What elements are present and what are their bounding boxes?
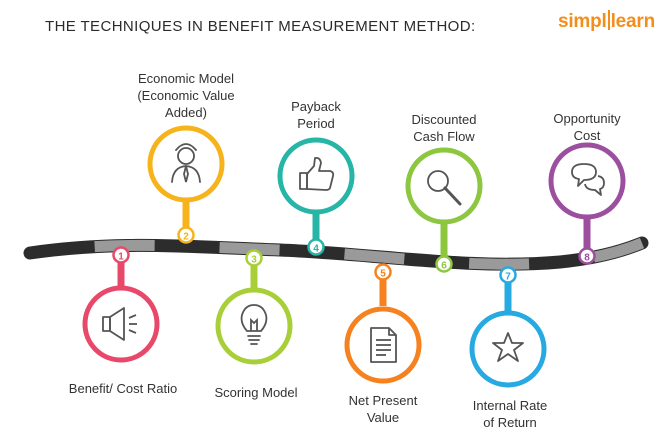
step-1-number: 1 xyxy=(118,252,124,263)
page-title: THE TECHNIQUES IN BENEFIT MEASUREMENT ME… xyxy=(45,18,476,35)
step-7-circle xyxy=(469,310,547,388)
step-3-circle xyxy=(215,287,293,365)
document-icon xyxy=(370,327,397,363)
step-3: 3 xyxy=(215,249,293,365)
step-6-badge xyxy=(435,255,453,273)
brand-logo-left: simpl xyxy=(557,11,607,32)
step-4-circle xyxy=(277,137,355,215)
step-1-label: Benefit/ Cost Ratio xyxy=(68,381,178,396)
brand-logo-bar xyxy=(607,10,610,30)
step-7: 7 xyxy=(469,266,547,388)
step-4: 4 xyxy=(277,137,355,256)
lightbulb-icon xyxy=(240,304,268,345)
chat-bubbles-icon xyxy=(571,163,605,196)
step-6: 6 xyxy=(405,147,483,273)
step-2-number: 2 xyxy=(183,232,189,243)
megaphone-icon xyxy=(102,307,137,341)
step-8-badge xyxy=(578,247,596,265)
step-1-circle xyxy=(82,285,160,363)
road-segments xyxy=(29,237,645,270)
step-4-badge xyxy=(307,238,325,256)
step-7-label: Internal Rate of Return xyxy=(472,398,548,430)
brand-logo-right: learn xyxy=(610,11,656,32)
step-5-badge xyxy=(374,263,392,281)
step-8-number: 8 xyxy=(584,253,590,264)
step-6-label: Discounted Cash Flow xyxy=(411,112,477,144)
step-1-badge xyxy=(112,246,130,264)
step-6-number: 6 xyxy=(441,261,447,272)
step-8-label: Opportunity Cost xyxy=(553,111,621,143)
step-5: 5 xyxy=(344,263,422,384)
step-3-label: Scoring Model xyxy=(214,385,298,400)
star-icon xyxy=(492,332,524,362)
thumbs-up-icon xyxy=(299,156,335,191)
magnifier-icon xyxy=(427,170,462,206)
step-2-badge xyxy=(177,226,195,244)
step-6-circle xyxy=(405,147,483,225)
step-7-badge xyxy=(499,266,517,284)
step-2-label: Economic Model (Economic Value Added) xyxy=(137,71,235,120)
step-2: 2 xyxy=(147,125,225,244)
step-8: 8 xyxy=(548,142,626,265)
step-5-label: Net Present Value xyxy=(348,393,418,425)
step-3-number: 3 xyxy=(251,255,257,266)
step-7-number: 7 xyxy=(505,272,511,283)
step-1: 1 xyxy=(82,246,160,363)
step-5-number: 5 xyxy=(380,269,386,280)
step-3-badge xyxy=(245,249,263,267)
step-8-circle xyxy=(548,142,626,220)
step-4-number: 4 xyxy=(313,244,319,255)
step-4-label: Payback Period xyxy=(291,99,341,131)
businessman-icon xyxy=(171,143,201,183)
